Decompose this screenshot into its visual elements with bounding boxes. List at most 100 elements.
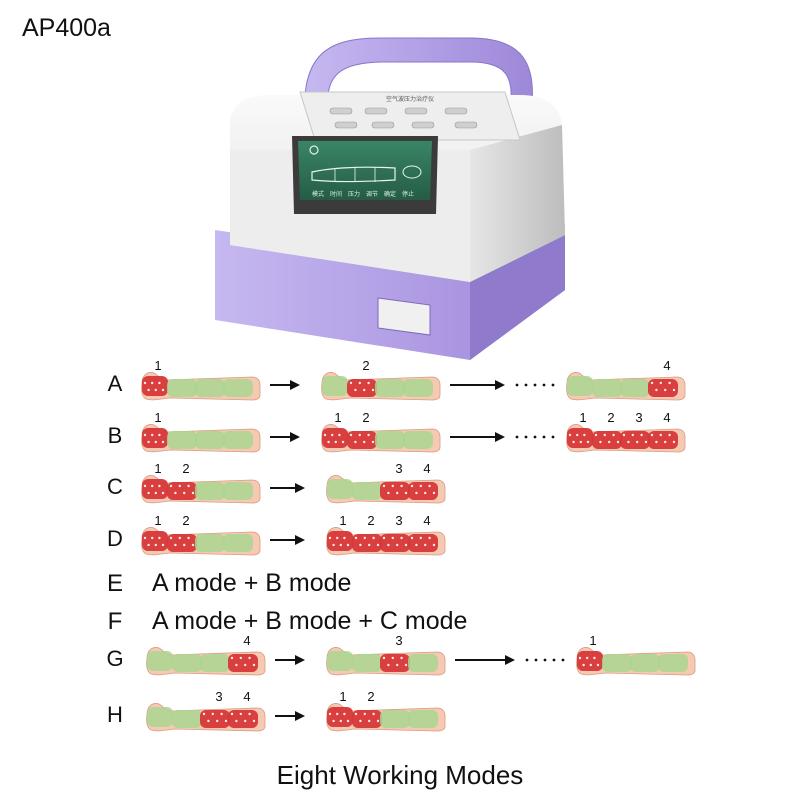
inflated-chamber [648, 431, 678, 449]
mode-letter-e: E [106, 570, 123, 597]
sequence-arrow [275, 655, 305, 665]
leg-g-stage-2: 3 [326, 633, 446, 676]
chamber-number-label: 3 [635, 410, 642, 425]
inflated-chamber [228, 710, 258, 728]
sequence-arrow [270, 432, 300, 442]
inflated-chamber [352, 710, 382, 728]
deflated-chamber [375, 431, 405, 449]
chamber-number-label: 1 [154, 461, 161, 476]
inflated-chamber [408, 482, 438, 500]
mode-letter-g: G [106, 646, 124, 671]
chamber-number-label: 3 [395, 461, 402, 476]
chamber-number-label: 2 [367, 513, 374, 528]
deflated-chamber [195, 482, 225, 500]
deflated-chamber [375, 379, 405, 397]
deflated-chamber [592, 379, 622, 397]
deflated-chamber [408, 654, 438, 672]
deflated-chamber [172, 654, 202, 672]
sequence-arrow [270, 535, 305, 545]
inflated-chamber [620, 431, 650, 449]
deflated-chamber [658, 654, 688, 672]
deflated-chamber [322, 376, 348, 396]
deflated-chamber [327, 479, 353, 499]
deflated-chamber [223, 482, 253, 500]
sequence-arrow [455, 655, 565, 665]
chamber-number-label: 1 [154, 513, 161, 528]
screen-label-3: 调节 [366, 190, 378, 198]
chamber-number-label: 3 [395, 513, 402, 528]
inflated-chamber [347, 431, 377, 449]
inflated-chamber [327, 707, 353, 727]
deflated-chamber [352, 654, 382, 672]
chamber-number-label: 4 [243, 633, 250, 648]
deflated-chamber [147, 707, 173, 727]
sequence-arrow [270, 483, 305, 493]
chamber-number-label: 2 [362, 410, 369, 425]
mode-letter-f: F [107, 608, 123, 635]
deflated-chamber [223, 431, 253, 449]
chamber-number-label: 2 [362, 358, 369, 373]
screen-label-4: 确定 [384, 190, 396, 198]
lcd-screen [298, 141, 432, 200]
chamber-number-label: 2 [182, 513, 189, 528]
deflated-chamber [195, 379, 225, 397]
model-title: AP400a [22, 14, 111, 42]
inflated-chamber [167, 534, 197, 552]
chamber-number-label: 1 [339, 689, 346, 704]
panel-chinese-label: 空气波压力治疗仪 [386, 95, 434, 103]
chamber-number-label: 4 [243, 689, 250, 704]
inflated-chamber [228, 654, 258, 672]
inflated-chamber [592, 431, 622, 449]
chamber-number-label: 1 [154, 358, 161, 373]
deflated-chamber [403, 379, 433, 397]
deflated-chamber [380, 710, 410, 728]
deflated-chamber [567, 376, 593, 396]
chamber-number-label: 2 [607, 410, 614, 425]
leg-d-stage-2: 1 2 3 4 [326, 513, 446, 556]
sequence-arrow [270, 380, 300, 390]
inflated-chamber [142, 428, 168, 448]
deflated-chamber [147, 651, 173, 671]
screen-label-2: 压力 [348, 190, 360, 198]
chamber-number-label: 4 [423, 513, 430, 528]
chamber-number-label: 1 [154, 410, 161, 425]
pressure-therapy-device-illustration: 空气波压力治疗仪 模式 时间 压力 调节 确定 停止 [215, 37, 565, 360]
inflated-chamber [648, 379, 678, 397]
inflated-chamber [327, 531, 353, 551]
chamber-number-label: 4 [423, 461, 430, 476]
inflated-chamber [142, 479, 168, 499]
mode-description-e: A mode + B mode [152, 569, 352, 597]
deflated-chamber [172, 710, 202, 728]
chamber-number-label: 1 [589, 633, 596, 648]
screen-label-0: 模式 [312, 190, 324, 198]
chamber-number-label: 3 [395, 633, 402, 648]
diagram-caption: Eight Working Modes [276, 760, 524, 790]
sequence-arrow [450, 432, 555, 442]
chamber-number-label: 1 [339, 513, 346, 528]
deflated-chamber [327, 651, 353, 671]
chamber-number-label: 3 [215, 689, 222, 704]
deflated-chamber [223, 534, 253, 552]
leg-b-stage-1: 1 [141, 410, 261, 453]
inflated-chamber [380, 534, 410, 552]
leg-a-stage-1: 1 [141, 358, 261, 401]
deflated-chamber [620, 379, 650, 397]
inflated-chamber [322, 428, 348, 448]
inflated-chamber [167, 482, 197, 500]
deflated-chamber [408, 710, 438, 728]
inflated-chamber [577, 651, 603, 671]
air-outlet-port [377, 297, 431, 336]
leg-a-stage-2: 2 [321, 358, 441, 401]
inflated-chamber [567, 428, 593, 448]
mode-letter-a: A [107, 371, 123, 396]
deflated-chamber [167, 379, 197, 397]
mode-letter-c: C [107, 474, 123, 499]
inflated-chamber [380, 482, 410, 500]
